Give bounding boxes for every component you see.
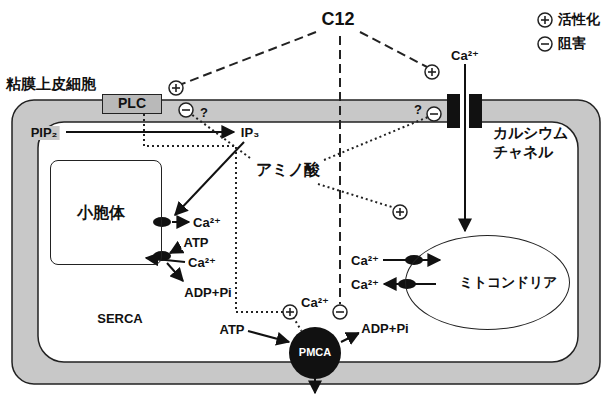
regulation-link	[144, 114, 301, 331]
calcium-influx-arrow	[464, 64, 466, 231]
calcium-uptake-arrow	[146, 258, 185, 262]
label-anchor: ?	[198, 103, 210, 121]
calcium-channel: カルシウム チャネル	[447, 94, 587, 166]
label-anchor: Ca²⁺	[349, 251, 381, 269]
ion-name: Ca²⁺	[299, 296, 331, 310]
label-anchor: ADP+Pi	[182, 283, 233, 301]
molecule-name: ATP	[181, 236, 210, 250]
mito-uptake-arrow	[383, 259, 440, 261]
symbol-ring	[169, 81, 183, 95]
legend-text: 活性化	[558, 11, 600, 29]
adp-arrow	[167, 263, 183, 281]
symbol-bar	[289, 308, 291, 316]
legend-symbol	[536, 35, 554, 53]
dashed-effect-line	[182, 32, 316, 84]
label-anchor: Ca²⁺	[191, 213, 223, 231]
ion-name: Ca²⁺	[449, 49, 481, 63]
cell-region: PLCカルシウム チャネル小胞体ミトコンドリアPMCA粘膜上皮細胞	[12, 100, 600, 384]
cell-membrane-outer	[12, 100, 600, 384]
activation-symbol	[283, 305, 297, 319]
organelle-name: 小胞体	[77, 203, 125, 223]
molecule-name: ADP+Pi	[182, 286, 233, 300]
symbol-bar	[336, 311, 344, 313]
symbol-bar	[541, 43, 549, 45]
dotted-effect-line	[324, 117, 428, 160]
ion-name: Ca²⁺	[191, 216, 223, 230]
label-anchor: ADP+Pi	[359, 319, 410, 337]
symbol-ring	[538, 13, 552, 27]
question-mark: ?	[412, 103, 424, 117]
ion-name: Ca²⁺	[186, 256, 218, 270]
inhibition-symbol	[179, 103, 193, 117]
activation-symbol	[425, 65, 439, 79]
signal-arrow	[175, 142, 244, 215]
question-mark: ?	[198, 106, 210, 120]
legend-entry: 阻害	[536, 32, 600, 56]
inhibition-symbol	[427, 107, 441, 121]
label-anchor: Ca²⁺	[449, 46, 481, 64]
dashed-effect-line	[339, 36, 341, 304]
mito-release-arrow	[384, 283, 436, 285]
symbol-bar	[399, 208, 401, 216]
activation-symbol	[169, 81, 183, 95]
organelle-name: ミトコンドリア	[459, 274, 557, 292]
label-anchor: Ca²⁺	[299, 293, 331, 311]
symbol-ring	[425, 65, 439, 79]
symbol-ring	[333, 305, 347, 319]
inhibition-symbol	[333, 305, 347, 319]
label-anchor: ATP	[181, 233, 210, 251]
label-anchor: PIP₂	[29, 123, 60, 141]
reaction-arrow	[66, 131, 234, 133]
legend-symbol	[536, 11, 554, 29]
ion-name: Ca²⁺	[349, 278, 381, 292]
legend-entry: 活性化	[536, 8, 600, 32]
compound-name: アミノ酸	[254, 161, 322, 179]
label-anchor: IP₃	[239, 123, 261, 141]
label-anchor: C12	[319, 10, 356, 30]
compound-name: C12	[319, 10, 356, 30]
calcium-release-arrow	[172, 221, 189, 223]
ion-name: Ca²⁺	[349, 254, 381, 268]
calcium-efflux-arrow	[314, 378, 316, 393]
molecule-name: ATP	[217, 323, 246, 337]
label-anchor: Ca²⁺	[186, 253, 218, 271]
molecule-name: ADP+Pi	[359, 322, 410, 336]
label-anchor: ATP	[217, 320, 246, 338]
legend: 活性化阻害	[536, 8, 600, 56]
symbol-bar	[430, 113, 438, 115]
label-anchor: アミノ酸	[254, 161, 322, 179]
symbol-ring	[427, 107, 441, 121]
dotted-effect-line	[318, 184, 395, 208]
pump-name: PMCA	[299, 346, 331, 360]
dashed-effect-line	[360, 32, 427, 67]
atp-arrow	[170, 247, 181, 253]
molecule-name: PIP₂	[29, 126, 60, 140]
symbol-bar	[544, 16, 546, 24]
symbol-bar	[182, 109, 190, 111]
symbol-ring	[283, 305, 297, 319]
adp-arrow	[341, 333, 359, 342]
symbol-bar	[175, 84, 177, 92]
label-anchor: ?	[412, 100, 424, 118]
symbol-ring	[393, 205, 407, 219]
enzyme-name: PLC	[118, 95, 146, 113]
label-anchor: Ca²⁺	[349, 275, 381, 293]
atp-arrow	[248, 331, 289, 342]
pump-circle: PMCA	[289, 327, 341, 379]
cell-heading: 粘膜上皮細胞	[6, 75, 96, 94]
molecule-name: IP₃	[239, 126, 261, 140]
enzyme-box: PLC	[102, 94, 162, 114]
symbol-ring	[538, 37, 552, 51]
release-channel	[153, 217, 171, 227]
symbol-bar	[431, 68, 433, 76]
label-anchor: SERCA	[95, 309, 145, 327]
symbol-ring	[179, 103, 193, 117]
pump-name: SERCA	[95, 312, 145, 326]
legend-text: 阻害	[558, 35, 586, 53]
activation-symbol	[393, 205, 407, 219]
channel-name: カルシウム チャネル	[493, 124, 587, 162]
mitochondrion-ellipse: ミトコンドリア	[405, 235, 570, 330]
organelle-box: 小胞体	[50, 160, 162, 265]
